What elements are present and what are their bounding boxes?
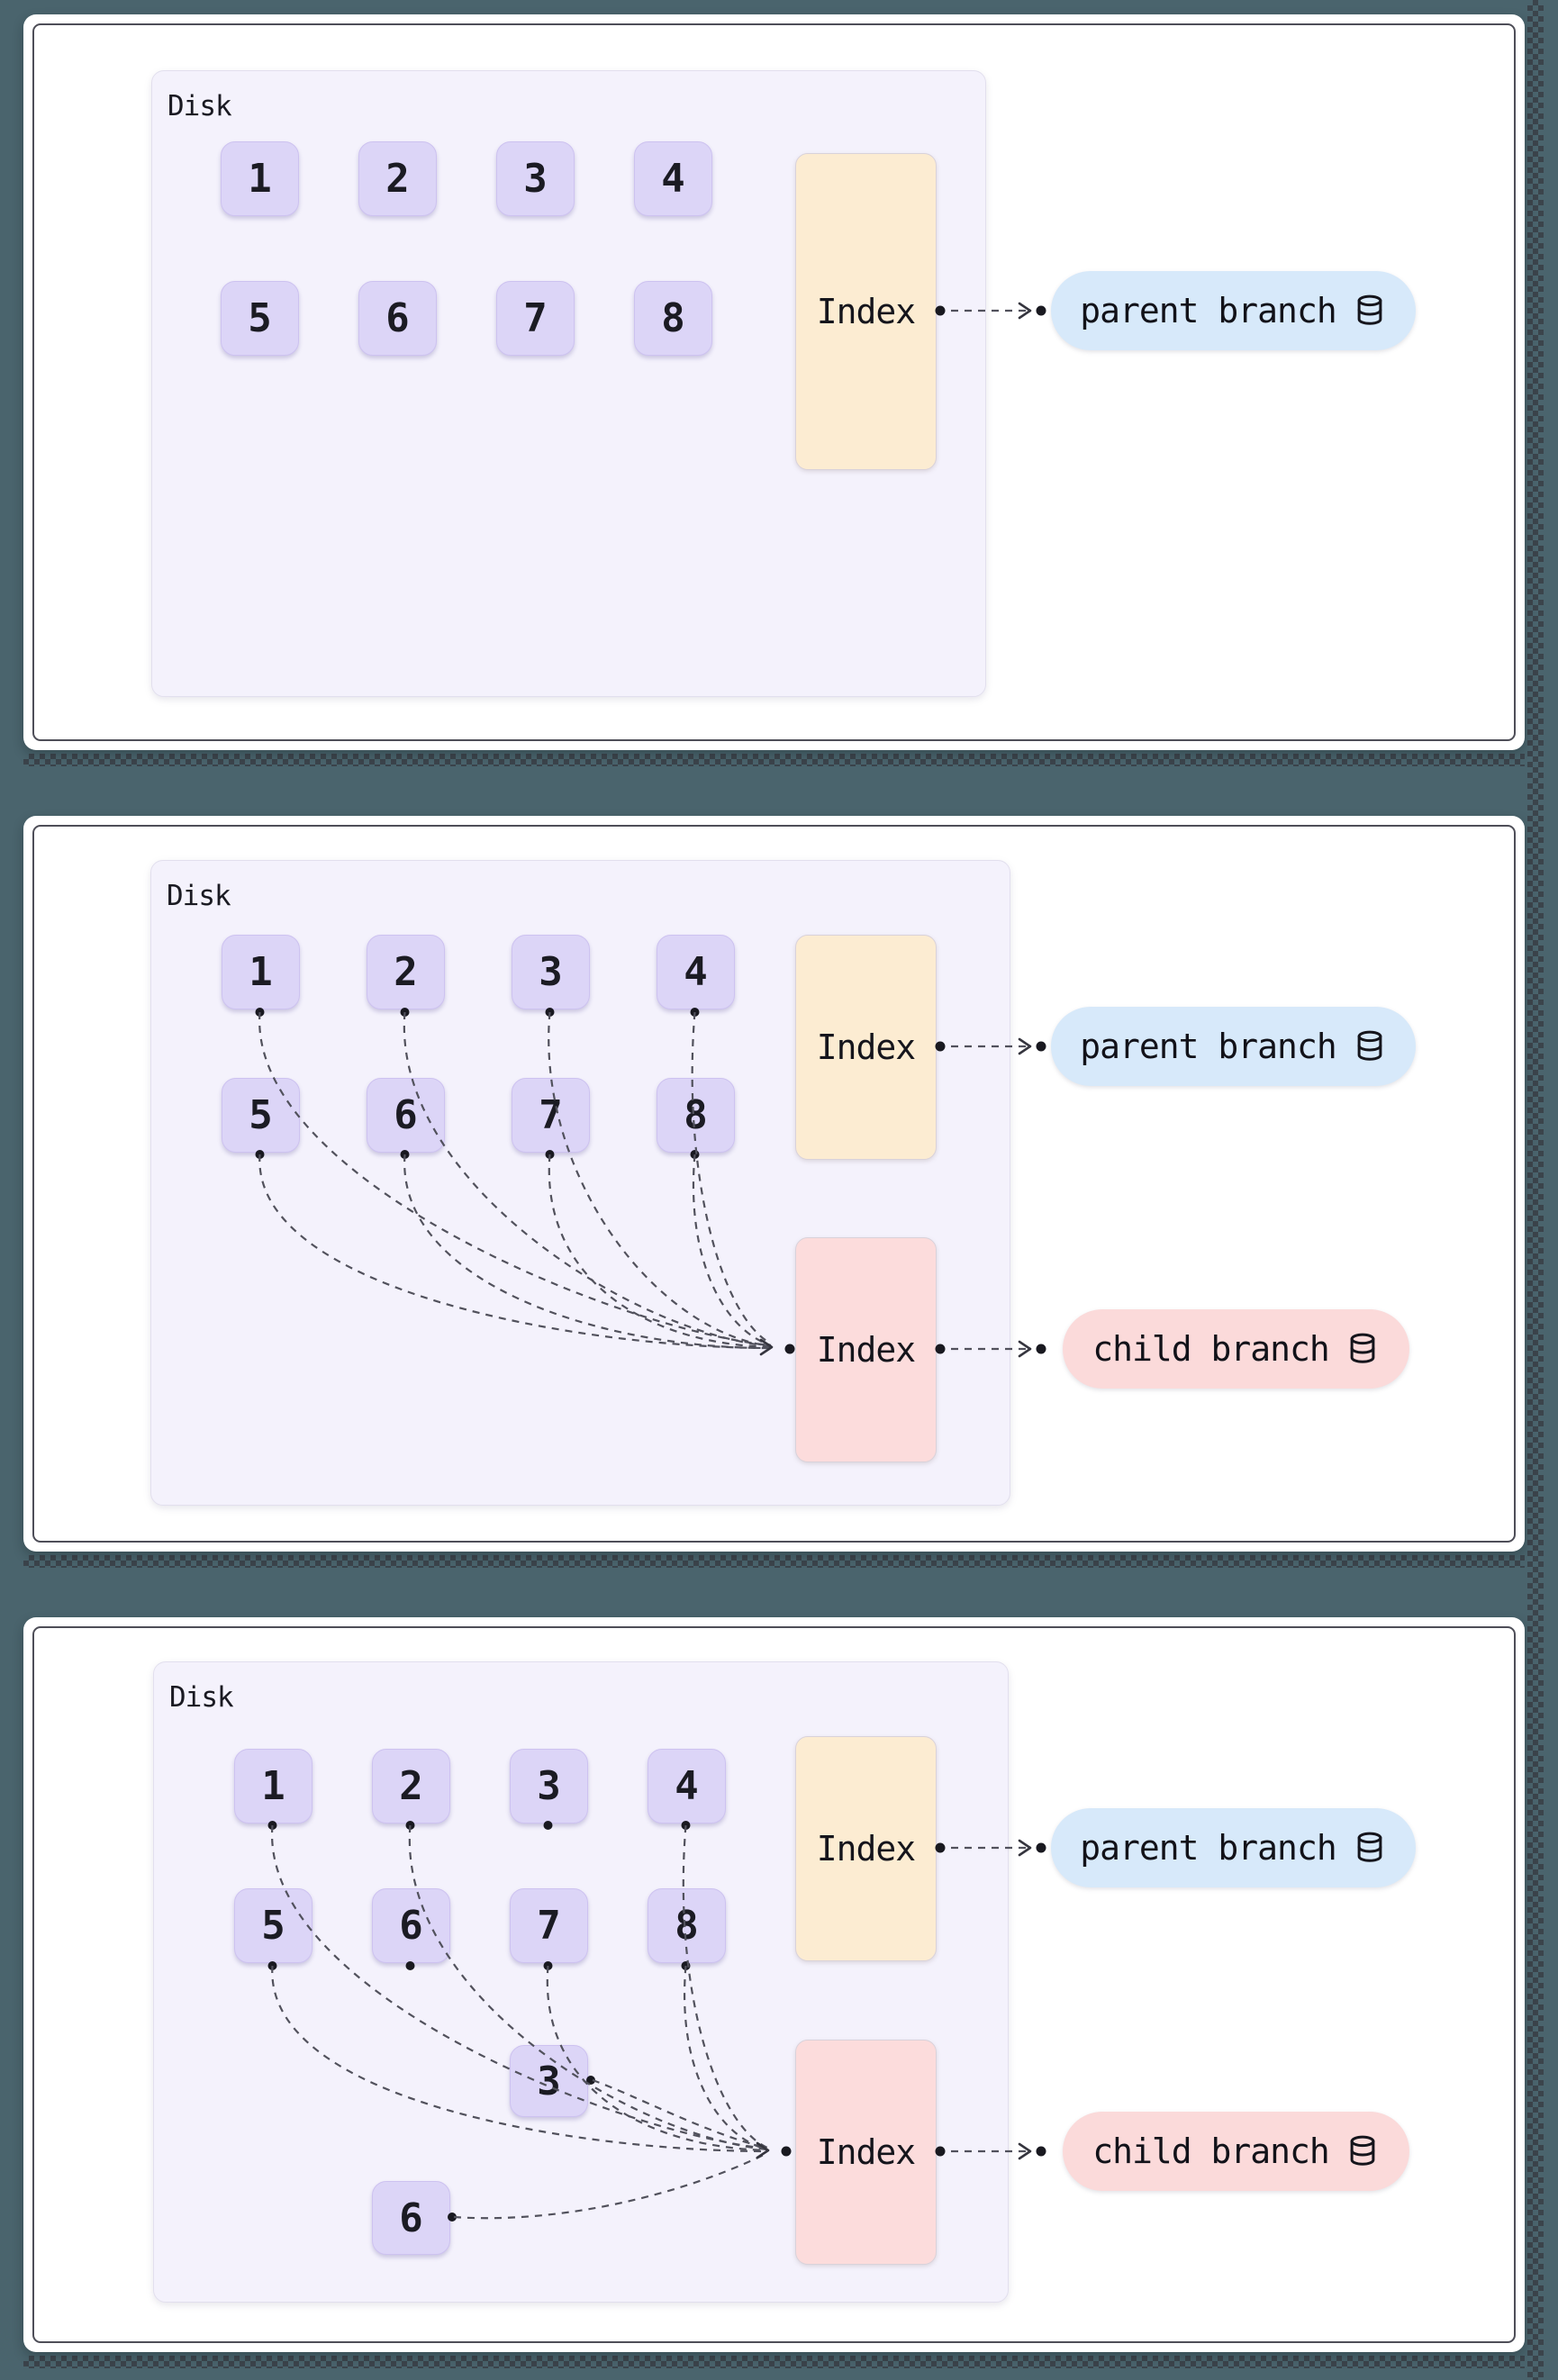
branch-pill-child: child branch xyxy=(1063,1309,1409,1389)
disk-label: Disk xyxy=(168,90,232,122)
data-block: 2 xyxy=(372,1749,450,1823)
database-icon xyxy=(1350,2135,1375,2166)
branch-pill-parent: parent branch xyxy=(1051,271,1416,350)
branch-pill-label: parent branch xyxy=(1080,1027,1336,1066)
branch-pill-label: parent branch xyxy=(1080,291,1336,330)
index-box-parent: Index xyxy=(795,153,937,470)
panel-inner-border xyxy=(32,1626,1516,2343)
disk-label: Disk xyxy=(169,1681,234,1714)
texture-strip xyxy=(23,1555,1525,1568)
branch-pill-label: child branch xyxy=(1092,1329,1330,1369)
branch-pill-label: parent branch xyxy=(1080,1828,1336,1868)
index-box-child: Index xyxy=(795,2040,937,2265)
index-box-child: Index xyxy=(795,1237,937,1462)
index-box-parent: Index xyxy=(795,1736,937,1961)
data-block: 5 xyxy=(222,1078,300,1153)
data-block: 8 xyxy=(657,1078,735,1153)
data-block: 4 xyxy=(657,935,735,1009)
data-block: 4 xyxy=(634,141,712,216)
data-block: 5 xyxy=(234,1888,313,1963)
data-block: 6 xyxy=(367,1078,445,1153)
texture-strip xyxy=(1527,0,1544,2380)
data-block: 1 xyxy=(222,935,300,1009)
database-icon xyxy=(1357,1832,1382,1862)
new-data-block: 6 xyxy=(372,2181,450,2255)
index-box-parent: Index xyxy=(795,935,937,1160)
data-block: 3 xyxy=(512,935,590,1009)
data-block: 1 xyxy=(234,1749,313,1823)
data-block: 5 xyxy=(221,281,299,356)
data-block: 3 xyxy=(510,1749,588,1823)
data-block: 8 xyxy=(634,281,712,356)
database-icon xyxy=(1350,1333,1375,1363)
disk-label: Disk xyxy=(167,880,231,912)
data-block: 3 xyxy=(496,141,575,216)
data-block: 2 xyxy=(358,141,437,216)
panel-inner-border xyxy=(32,23,1516,741)
branch-pill-parent: parent branch xyxy=(1051,1007,1416,1086)
new-data-block: 3 xyxy=(510,2045,588,2117)
database-icon xyxy=(1357,1030,1382,1061)
data-block: 6 xyxy=(358,281,437,356)
branch-pill-label: child branch xyxy=(1092,2131,1330,2171)
branch-pill-child: child branch xyxy=(1063,2112,1409,2191)
data-block: 4 xyxy=(648,1749,726,1823)
data-block: 7 xyxy=(496,281,575,356)
panel-inner-border xyxy=(32,825,1516,1543)
branch-pill-parent: parent branch xyxy=(1051,1808,1416,1887)
data-block: 7 xyxy=(510,1888,588,1963)
data-block: 8 xyxy=(648,1888,726,1963)
database-icon xyxy=(1357,294,1382,325)
texture-strip xyxy=(23,754,1525,766)
data-block: 7 xyxy=(512,1078,590,1153)
texture-strip xyxy=(23,2356,1525,2368)
data-block: 6 xyxy=(372,1888,450,1963)
data-block: 1 xyxy=(221,141,299,216)
data-block: 2 xyxy=(367,935,445,1009)
